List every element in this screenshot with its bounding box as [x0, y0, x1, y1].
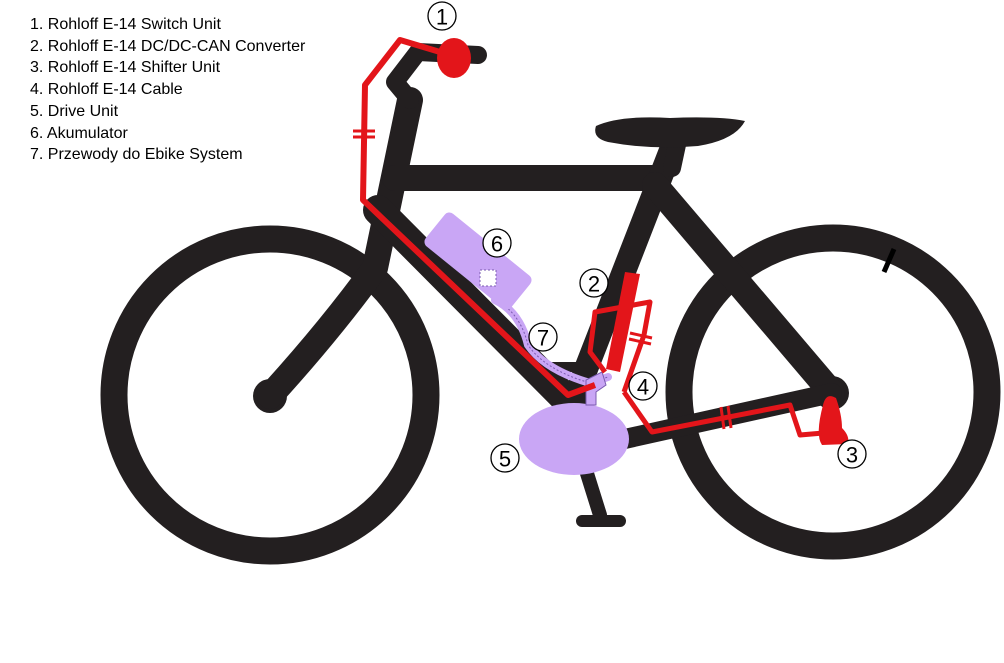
saddle — [595, 117, 745, 148]
callout-6-label: 6 — [491, 232, 503, 257]
ebike-system — [424, 212, 629, 475]
legend-item-ebike-wires: 7. Przewody do Ebike System — [30, 146, 243, 164]
callout-5: 5 — [490, 443, 520, 473]
kickstand-plate — [539, 362, 585, 372]
callout-7-label: 7 — [537, 326, 549, 351]
battery — [424, 212, 532, 310]
legend-item-shifter-unit: 3. Rohloff E-14 Shifter Unit — [30, 59, 221, 77]
callout-6: 6 — [482, 228, 512, 258]
battery-connector — [479, 269, 497, 287]
cable-coupler-lower — [719, 406, 726, 430]
callout-2-label: 2 — [588, 272, 600, 297]
cable-coupler-lower-2 — [726, 405, 733, 429]
bicycle — [100, 43, 1001, 565]
cable-coupler-converter — [629, 331, 653, 340]
callout-1-label: 1 — [436, 5, 448, 30]
rear-wheel-valve — [881, 248, 897, 273]
drive-unit-connector — [585, 371, 607, 406]
drive-unit — [519, 403, 629, 475]
seat-stay — [642, 172, 845, 406]
callout-1: 1 — [427, 1, 457, 31]
rohloff-system — [353, 37, 849, 445]
shifter-unit — [818, 396, 849, 445]
callout-2: 2 — [579, 268, 609, 298]
callout-3-label: 3 — [846, 443, 858, 468]
legend-item-cable: 4. Rohloff E-14 Cable — [30, 81, 183, 99]
callout-4: 4 — [628, 371, 658, 401]
dc-can-converter — [606, 272, 640, 372]
legend-item-drive-unit: 5. Drive Unit — [30, 102, 119, 120]
switch-unit — [437, 38, 471, 78]
rohloff-cable — [621, 390, 836, 438]
legend-item-battery: 6. Akumulator — [30, 124, 128, 142]
callout-3: 3 — [837, 439, 867, 469]
legend-item-dc-can-converter: 2. Rohloff E-14 DC/DC-CAN Converter — [30, 37, 306, 55]
fork — [257, 87, 423, 409]
callout-7: 7 — [528, 322, 558, 352]
legend-item-switch-unit: 1. Rohloff E-14 Switch Unit — [30, 16, 221, 33]
ebike-wires-outline — [494, 299, 609, 384]
rear-wheel — [665, 224, 1001, 560]
front-wheel — [100, 225, 440, 565]
legend: 1. Rohloff E-14 Switch Unit 2. Rohloff E… — [30, 14, 305, 166]
main-cable — [360, 37, 597, 398]
cable-coupler-converter-2 — [628, 337, 652, 346]
callout-4-label: 4 — [637, 375, 649, 400]
callout-5-label: 5 — [499, 447, 511, 472]
